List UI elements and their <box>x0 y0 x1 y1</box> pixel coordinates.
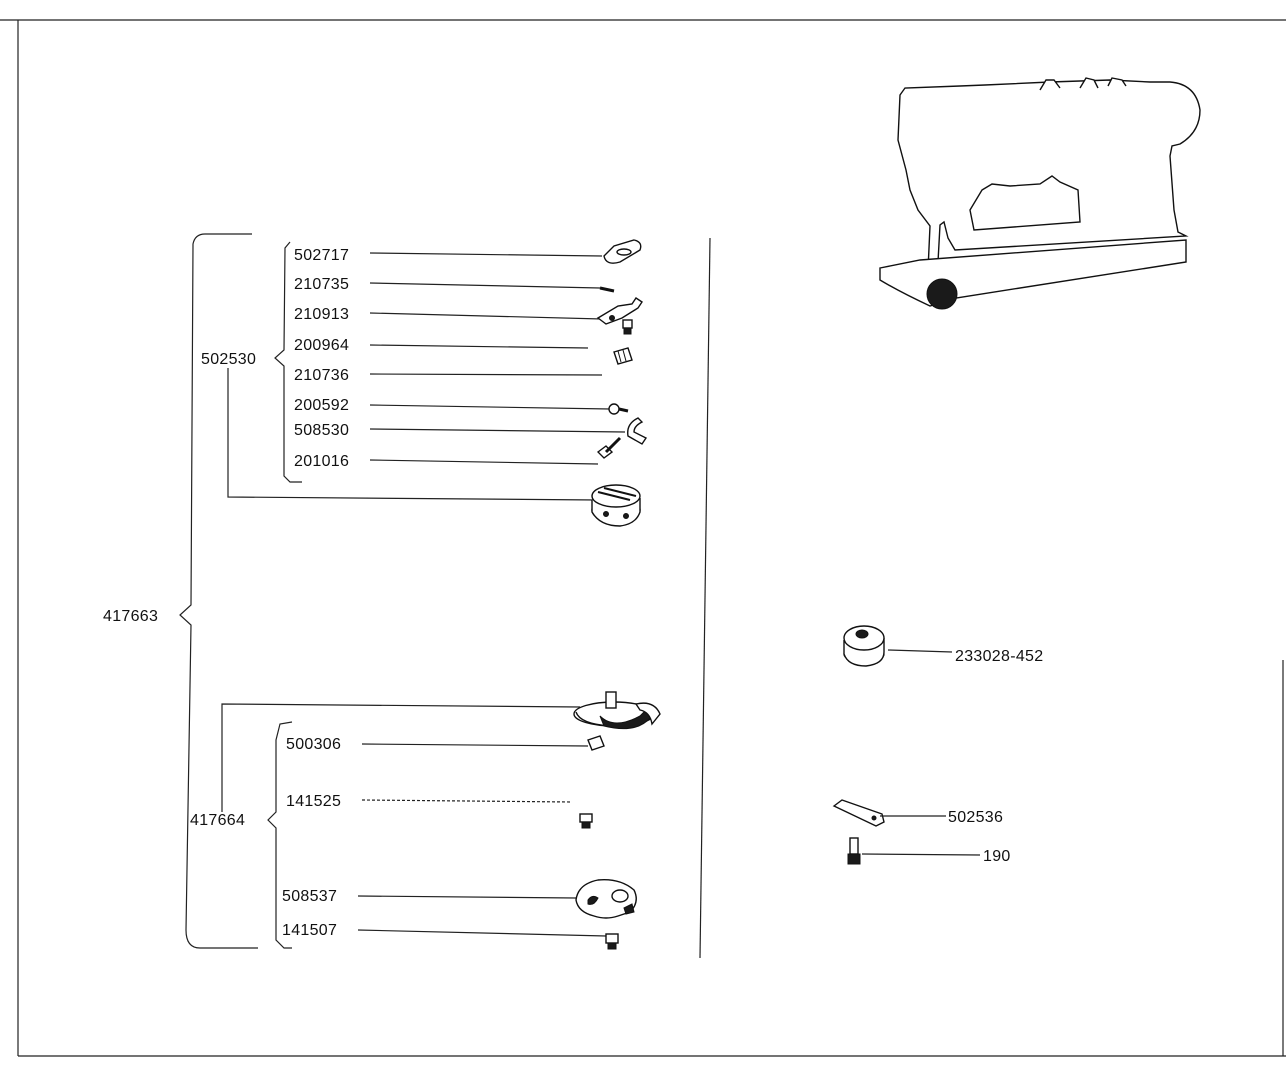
label-502717: 502717 <box>294 247 349 264</box>
leader-417664 <box>221 703 581 812</box>
bracket-502530 <box>274 241 302 483</box>
part-508537 <box>575 879 637 919</box>
part-201016 <box>596 436 622 459</box>
part-bobbin <box>843 625 885 667</box>
label-141507: 141507 <box>282 922 337 939</box>
label-502536: 502536 <box>948 809 1003 826</box>
part-141507 <box>605 933 619 950</box>
label-200964: 200964 <box>294 337 349 354</box>
part-210736 <box>613 347 633 365</box>
column-divider <box>699 237 711 959</box>
part-200964 <box>622 319 633 335</box>
parts-top-leaders <box>369 252 626 465</box>
part-500306 <box>587 735 605 751</box>
label-141525: 141525 <box>286 793 341 810</box>
parts-bottom-labels: 500306 141525 508537 141507 <box>282 736 341 939</box>
label-233028-452: 233028-452 <box>955 648 1043 665</box>
label-210913: 210913 <box>294 306 349 323</box>
leader-233028-452 <box>887 649 953 653</box>
parts-top-labels: 502717 210735 210913 200964 210736 20059… <box>294 247 349 470</box>
part-502717 <box>603 239 642 264</box>
sewing-machine-illustration <box>879 77 1201 310</box>
label-210736: 210736 <box>294 367 349 384</box>
part-141525 <box>579 813 593 829</box>
part-rotating-hook <box>573 691 661 730</box>
leader-190 <box>861 853 981 856</box>
label-190: 190 <box>983 848 1011 865</box>
bracket-417663 <box>179 233 258 949</box>
label-417664: 417664 <box>190 812 245 829</box>
label-200592: 200592 <box>294 397 349 414</box>
label-417663: 417663 <box>103 608 158 625</box>
label-201016: 201016 <box>294 453 349 470</box>
part-210735 <box>599 286 615 293</box>
label-500306: 500306 <box>286 736 341 753</box>
part-200592 <box>608 403 629 415</box>
label-508537: 508537 <box>282 888 337 905</box>
part-bobbin-case <box>591 484 641 527</box>
part-508530 <box>627 417 648 445</box>
part-190 <box>847 837 861 865</box>
part-502536 <box>832 799 885 827</box>
leader-502530 <box>227 368 599 501</box>
part-210913 <box>596 297 643 325</box>
label-508530: 508530 <box>294 422 349 439</box>
parts-bottom-leaders <box>357 743 607 937</box>
label-502530: 502530 <box>201 351 256 368</box>
bracket-417664 <box>267 721 293 949</box>
page-frame <box>0 19 1286 1057</box>
label-210735: 210735 <box>294 276 349 293</box>
